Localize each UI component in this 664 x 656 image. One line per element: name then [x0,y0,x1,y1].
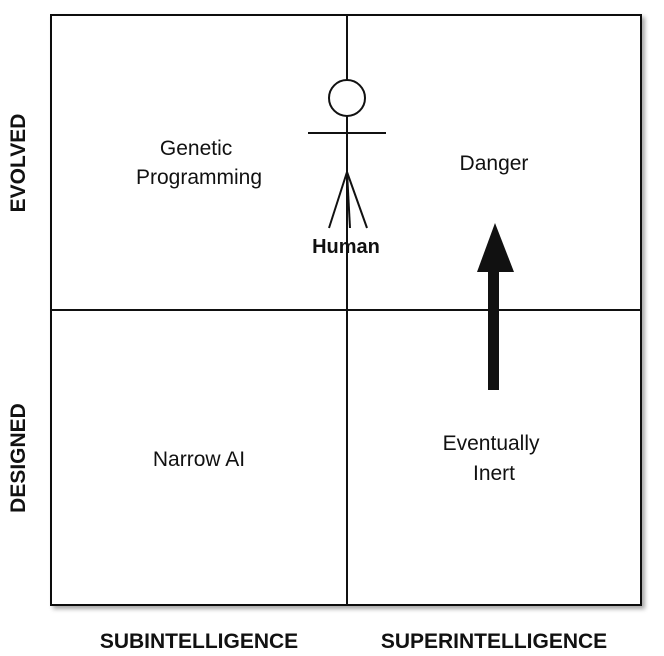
human-leg-right [346,171,368,229]
y-axis-label-bottom: DESIGNED [7,403,30,513]
arrow-head [477,223,514,272]
human-leg-left [328,171,348,229]
y-axis-label-top: EVOLVED [7,114,30,213]
quadrant-top-left-label: Genetic Programming [136,137,262,189]
human-label: Human [312,236,380,258]
x-axis-label-right: SUPERINTELLIGENCE [381,630,607,653]
x-axis-label-left: SUBINTELLIGENCE [100,630,298,653]
quadrant-top-left-line-1: Genetic [160,137,232,160]
arrow-shaft [488,270,499,390]
quadrant-bottom-right-line-1: Eventually [443,432,540,455]
human-head [328,79,366,117]
quadrant-bottom-left-label: Narrow AI [153,448,245,471]
upward-arrow [477,223,514,390]
human-leg-mid [346,171,351,229]
quadrant-top-right-label: Danger [460,152,529,175]
quadrant-bottom-right-label: Eventually Inert [443,432,546,485]
quadrant-top-left-line-2: Programming [136,166,262,189]
human-stick-figure [308,79,386,229]
quadrant-bottom-right-line-2: Inert [473,462,515,485]
